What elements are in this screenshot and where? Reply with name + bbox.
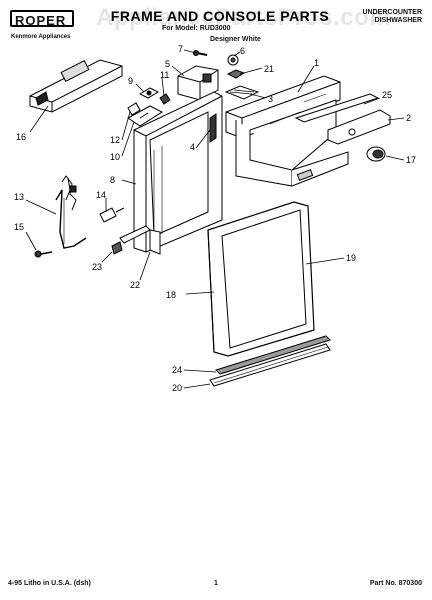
callout-19: 19 [346, 253, 356, 263]
callout-5: 5 [165, 59, 170, 69]
callout-21: 21 [264, 64, 274, 74]
callout-10: 10 [110, 152, 120, 162]
brand-logo: ROPER [10, 10, 74, 28]
callout-11: 11 [160, 70, 169, 80]
part-door-panel-18-19 [207, 201, 315, 357]
product-type: UNDERCOUNTER DISHWASHER [363, 9, 423, 25]
callout-24: 24 [172, 365, 182, 375]
part-hinge-10 [127, 105, 164, 127]
callout-25: 25 [382, 90, 392, 100]
model-number: For Model: RUD3000 [162, 25, 231, 32]
product-type-line2: DISHWASHER [374, 17, 422, 24]
callout-12: 12 [110, 135, 120, 145]
product-type-line1: UNDERCOUNTER [362, 9, 423, 16]
part-screw-15 [34, 250, 53, 258]
footer-page-number: 1 [214, 580, 218, 587]
part-hinge-12 [127, 102, 141, 116]
page-title: FRAME AND CONSOLE PARTS [110, 8, 330, 24]
callout-8: 8 [110, 175, 115, 185]
leader-lines [25, 49, 405, 389]
callout-4: 4 [190, 142, 195, 152]
callout-23: 23 [92, 262, 102, 272]
part-console-cover [29, 59, 123, 113]
part-sensor-14 [99, 207, 125, 223]
part-door-frame-8 [133, 91, 223, 253]
callout-3: 3 [268, 94, 273, 104]
callout-1: 1 [314, 58, 319, 68]
callout-20: 20 [172, 383, 182, 393]
part-panel-trim-2 [327, 109, 391, 145]
footer-litho: 4-95 Litho in U.S.A. (dsh) [8, 580, 91, 587]
part-door-latch-4 [209, 113, 217, 143]
callout-2: 2 [406, 113, 411, 123]
part-selector-knob-6 [227, 54, 239, 66]
callout-17: 17 [406, 155, 416, 165]
part-lower-trim-22 [119, 225, 161, 255]
callout-labels: 7 6 5 21 3 1 25 2 17 9 11 12 10 8 4 16 1… [14, 44, 416, 393]
footer-part-number: Part No. 870300 [369, 580, 422, 587]
brand-subtitle: Kenmore Appliances [11, 34, 71, 40]
part-latch-9 [138, 87, 160, 99]
part-switch-bracket-5 [177, 65, 219, 101]
part-console-strip-25 [294, 93, 380, 123]
callout-16: 16 [16, 132, 26, 142]
part-dial-knob-17 [366, 146, 386, 162]
callout-9: 9 [128, 76, 133, 86]
callout-7: 7 [178, 44, 183, 54]
callout-6: 6 [240, 46, 245, 56]
callout-22: 22 [130, 280, 140, 290]
part-switch-21 [226, 69, 246, 79]
part-button-assembly-3 [224, 85, 260, 100]
part-trim-strip-24 [215, 335, 331, 375]
part-latch-11 [159, 93, 171, 105]
part-wire-harness-13 [55, 175, 87, 249]
callout-15: 15 [14, 222, 24, 232]
callout-18: 18 [166, 290, 176, 300]
part-clip-23 [111, 241, 123, 255]
part-bottom-trim-20 [209, 343, 331, 387]
callout-14: 14 [96, 190, 106, 200]
color-name: Designer White [210, 36, 261, 43]
callout-13: 13 [14, 192, 24, 202]
